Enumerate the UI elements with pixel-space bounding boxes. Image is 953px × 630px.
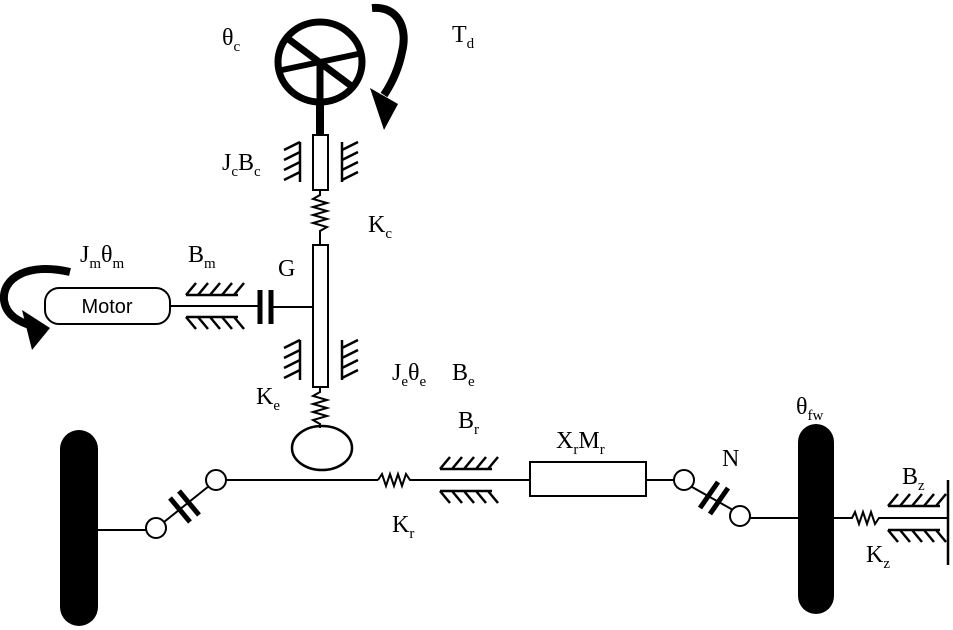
right-wheel bbox=[798, 424, 834, 614]
label-je-theta-e: Jeθe bbox=[392, 360, 427, 390]
left-tie-rod-clutch-2 bbox=[177, 489, 201, 517]
pinion-damper-hatch-left bbox=[283, 338, 302, 380]
right-tie-rod bbox=[691, 486, 734, 511]
label-k-e: Ke bbox=[256, 384, 280, 414]
motor-damper-hatch-bottom bbox=[185, 315, 245, 330]
column-damper-hatch-right bbox=[340, 140, 359, 182]
spring-kc bbox=[309, 190, 331, 245]
label-g: G bbox=[278, 256, 295, 282]
label-b-r: Br bbox=[458, 408, 479, 438]
left-joint-upper bbox=[205, 469, 227, 491]
wheel-damper-hatch-top bbox=[887, 493, 947, 508]
motor-damper-hatch-top bbox=[185, 282, 245, 297]
pinion-gear bbox=[290, 424, 354, 472]
right-tie-rod-clutch-1 bbox=[697, 480, 721, 510]
motor-rotation-arrow-icon bbox=[0, 264, 71, 350]
pinion-damper-hatch-right bbox=[340, 338, 359, 380]
spring-ke bbox=[309, 387, 331, 428]
label-b-z: Bz bbox=[902, 464, 925, 494]
label-theta-fw: θfw bbox=[796, 394, 823, 424]
left-wheel bbox=[60, 430, 98, 626]
column-damper-hatch-left bbox=[283, 140, 302, 182]
steering-wheel bbox=[274, 18, 366, 106]
rack-damper-hatch-top bbox=[439, 456, 499, 471]
wheel-damper-hatch-bottom bbox=[887, 528, 947, 543]
label-xr-mr: XrMr bbox=[556, 428, 605, 458]
label-jm-theta-m: Jmθm bbox=[80, 242, 125, 272]
label-b-m: Bm bbox=[188, 242, 216, 272]
pinion-shaft-je bbox=[312, 244, 329, 388]
right-joint-upper bbox=[673, 469, 695, 491]
label-n: N bbox=[722, 446, 739, 472]
motor-label: Motor bbox=[81, 296, 132, 318]
rack-mass-box bbox=[529, 461, 647, 497]
torque-arrow-icon bbox=[370, 3, 408, 130]
label-t-d: Td bbox=[452, 22, 475, 52]
right-tie-rod-clutch-2 bbox=[707, 486, 731, 516]
right-joint-lower bbox=[729, 505, 751, 527]
spring-kr bbox=[377, 470, 530, 490]
spring-kz bbox=[834, 508, 948, 528]
rack-damper-hatch-bottom bbox=[439, 489, 499, 504]
label-k-c: Kc bbox=[368, 212, 392, 242]
label-jc-bc: JcBc bbox=[222, 150, 261, 180]
label-b-e: Be bbox=[452, 360, 475, 390]
column-mass-jc bbox=[312, 134, 329, 191]
column-shaft-top bbox=[316, 100, 324, 135]
label-theta-c: θc bbox=[222, 25, 241, 55]
left-tie-rod bbox=[163, 485, 210, 523]
label-k-z: Kz bbox=[866, 542, 890, 572]
left-tie-rod-clutch-1 bbox=[168, 496, 192, 524]
label-k-r: Kr bbox=[392, 512, 414, 542]
left-joint-lower bbox=[145, 517, 167, 539]
